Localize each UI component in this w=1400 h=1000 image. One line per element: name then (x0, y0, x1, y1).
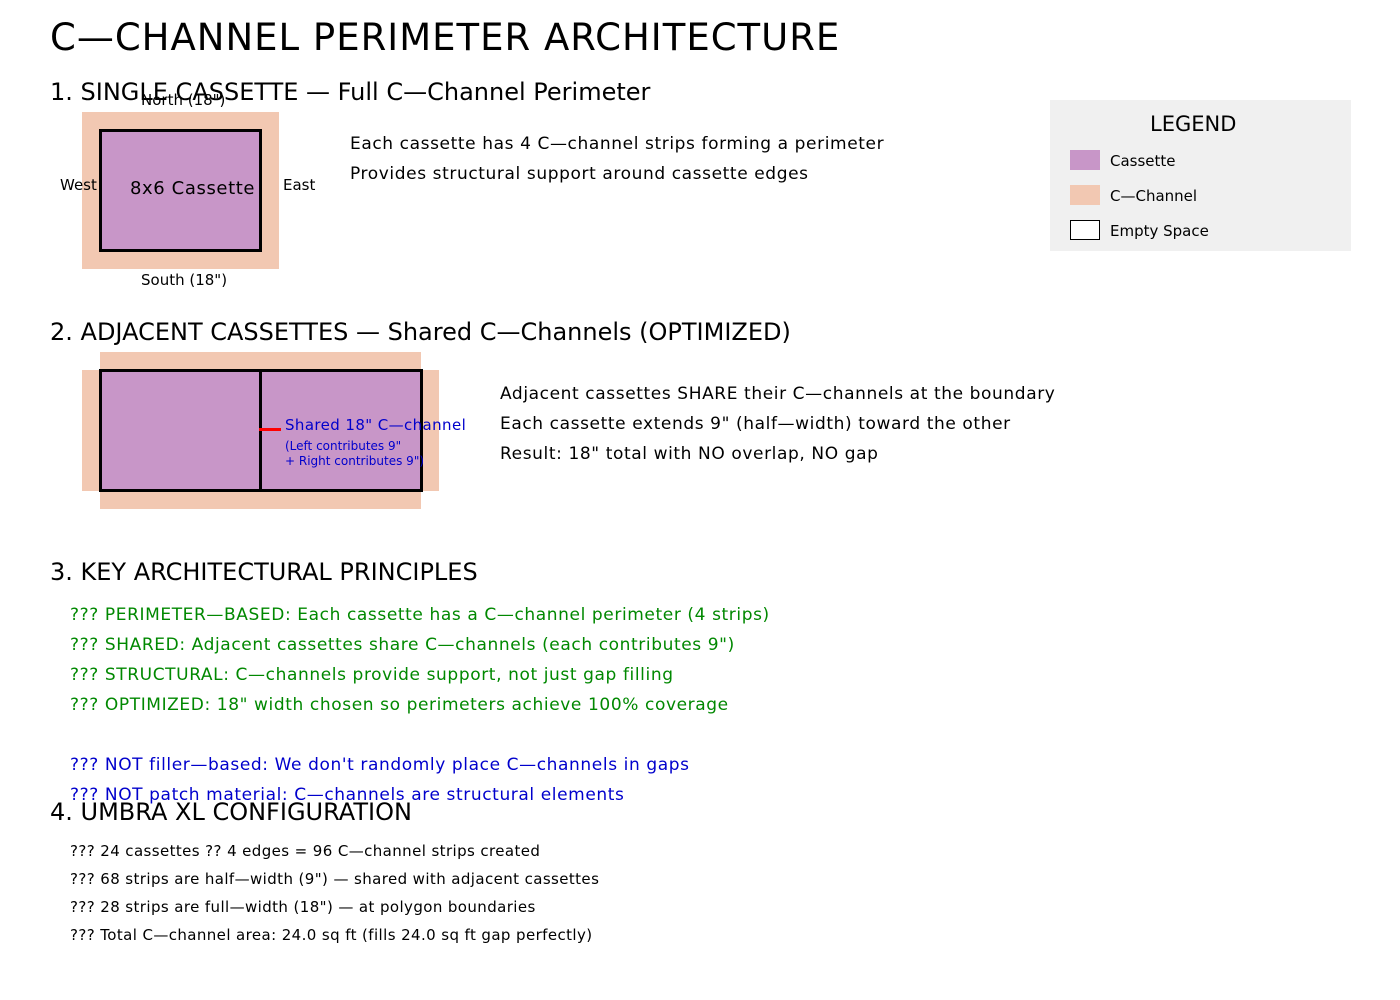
principle-line: ??? SHARED: Adjacent cassettes share C—c… (70, 635, 735, 655)
label-west: West (60, 176, 97, 194)
section2-heading: 2. ADJACENT CASSETTES — Shared C—Channel… (50, 318, 791, 346)
legend-swatch-c-channel (1070, 185, 1100, 205)
single-cassette (99, 129, 262, 252)
legend-panel: LEGEND Cassette C—Channel Empty Space (1050, 100, 1351, 251)
shared-channel-note-2: + Right contributes 9") (285, 454, 425, 468)
principle-line: ??? PERIMETER—BASED: Each cassette has a… (70, 605, 770, 625)
section4-heading: 4. UMBRA XL CONFIGURATION (50, 798, 412, 826)
shared-channel-label: Shared 18" C—channel (285, 416, 467, 434)
shared-channel-note-1: (Left contributes 9" (285, 439, 402, 453)
config-line: ??? 28 strips are full—width (18") — at … (70, 898, 536, 916)
config-line: ??? Total C—channel area: 24.0 sq ft (fi… (70, 926, 593, 944)
label-south: South (18") (141, 271, 228, 289)
shared-channel-marker (259, 428, 281, 431)
section2-desc-line-3: Result: 18" total with NO overlap, NO ga… (500, 444, 879, 464)
legend-swatch-cassette (1070, 150, 1100, 170)
section2-desc-line-1: Adjacent cassettes SHARE their C—channel… (500, 384, 1056, 404)
anti-principle-line: ??? NOT patch material: C—channels are s… (70, 785, 625, 805)
legend-title: LEGEND (1150, 112, 1237, 136)
legend-label-c-channel: C—Channel (1110, 187, 1198, 205)
legend-label-empty-space: Empty Space (1110, 222, 1209, 240)
section1-heading: 1. SINGLE CASSETTE — Full C—Channel Peri… (50, 78, 651, 106)
anti-principle-line: ??? NOT filler—based: We don't randomly … (70, 755, 690, 775)
principle-line: ??? STRUCTURAL: C—channels provide suppo… (70, 665, 674, 685)
label-north: North (18") (141, 91, 226, 109)
section3-heading: 3. KEY ARCHITECTURAL PRINCIPLES (50, 558, 478, 586)
legend-label-cassette: Cassette (1110, 152, 1176, 170)
config-line: ??? 68 strips are half—width (9") — shar… (70, 870, 600, 888)
section1-desc-line-1: Each cassette has 4 C—channel strips for… (350, 134, 885, 154)
section1-desc-line-2: Provides structural support around casse… (350, 164, 809, 184)
label-east: East (283, 176, 316, 194)
principle-line: ??? OPTIMIZED: 18" width chosen so perim… (70, 695, 729, 715)
cassette-label: 8x6 Cassette (130, 178, 256, 199)
section2-desc-line-2: Each cassette extends 9" (half—width) to… (500, 414, 1011, 434)
page-title: C—CHANNEL PERIMETER ARCHITECTURE (50, 16, 841, 59)
legend-swatch-empty-space (1070, 220, 1100, 240)
config-line: ??? 24 cassettes ?? 4 edges = 96 C—chann… (70, 842, 541, 860)
right-cassette (259, 369, 423, 492)
left-cassette (99, 369, 263, 492)
